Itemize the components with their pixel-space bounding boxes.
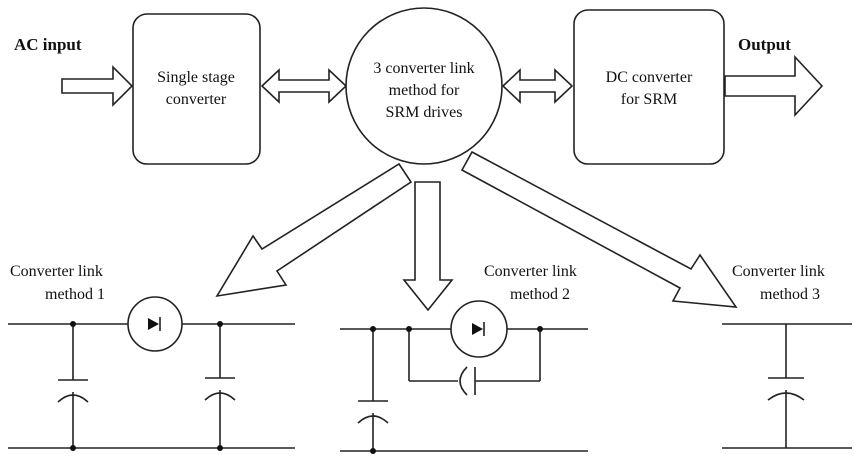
single-stage-line-1: Single stage — [157, 69, 235, 86]
method-2-diode-icon — [472, 323, 483, 335]
method-1-diode-icon — [148, 318, 159, 330]
center-line-1: 3 converter link — [373, 60, 474, 77]
method-2-line-2: method 2 — [510, 286, 570, 303]
single-stage-line-2: converter — [166, 91, 227, 108]
bidirectional-arrow-right — [501, 68, 574, 104]
arrow-to-method-3 — [460, 150, 738, 308]
method-1-line-2: method 1 — [45, 286, 105, 303]
dc-converter-line-2: for SRM — [621, 91, 677, 108]
bidirectional-arrow-left — [260, 68, 348, 104]
method-2-line-1: Converter link — [484, 263, 577, 280]
dc-converter-block — [573, 9, 725, 165]
arrow-to-method-2 — [402, 181, 454, 312]
single-stage-converter-block — [132, 13, 261, 165]
output-arrow — [724, 54, 824, 118]
ac-input-label: AC input — [14, 35, 82, 54]
center-line-2: method for — [389, 82, 460, 99]
output-label: Output — [738, 35, 791, 54]
method-3-line-2: method 3 — [760, 286, 820, 303]
dc-converter-line-1: DC converter — [606, 69, 693, 86]
method-1-line-1: Converter link — [10, 263, 103, 280]
center-line-3: SRM drives — [386, 104, 463, 121]
circuit-method-1 — [8, 296, 295, 451]
circuit-method-2 — [340, 300, 588, 454]
arrow-to-method-1 — [215, 162, 413, 298]
input-arrow — [61, 65, 134, 107]
method-3-line-1: Converter link — [732, 263, 825, 280]
circuit-method-3 — [722, 323, 852, 449]
